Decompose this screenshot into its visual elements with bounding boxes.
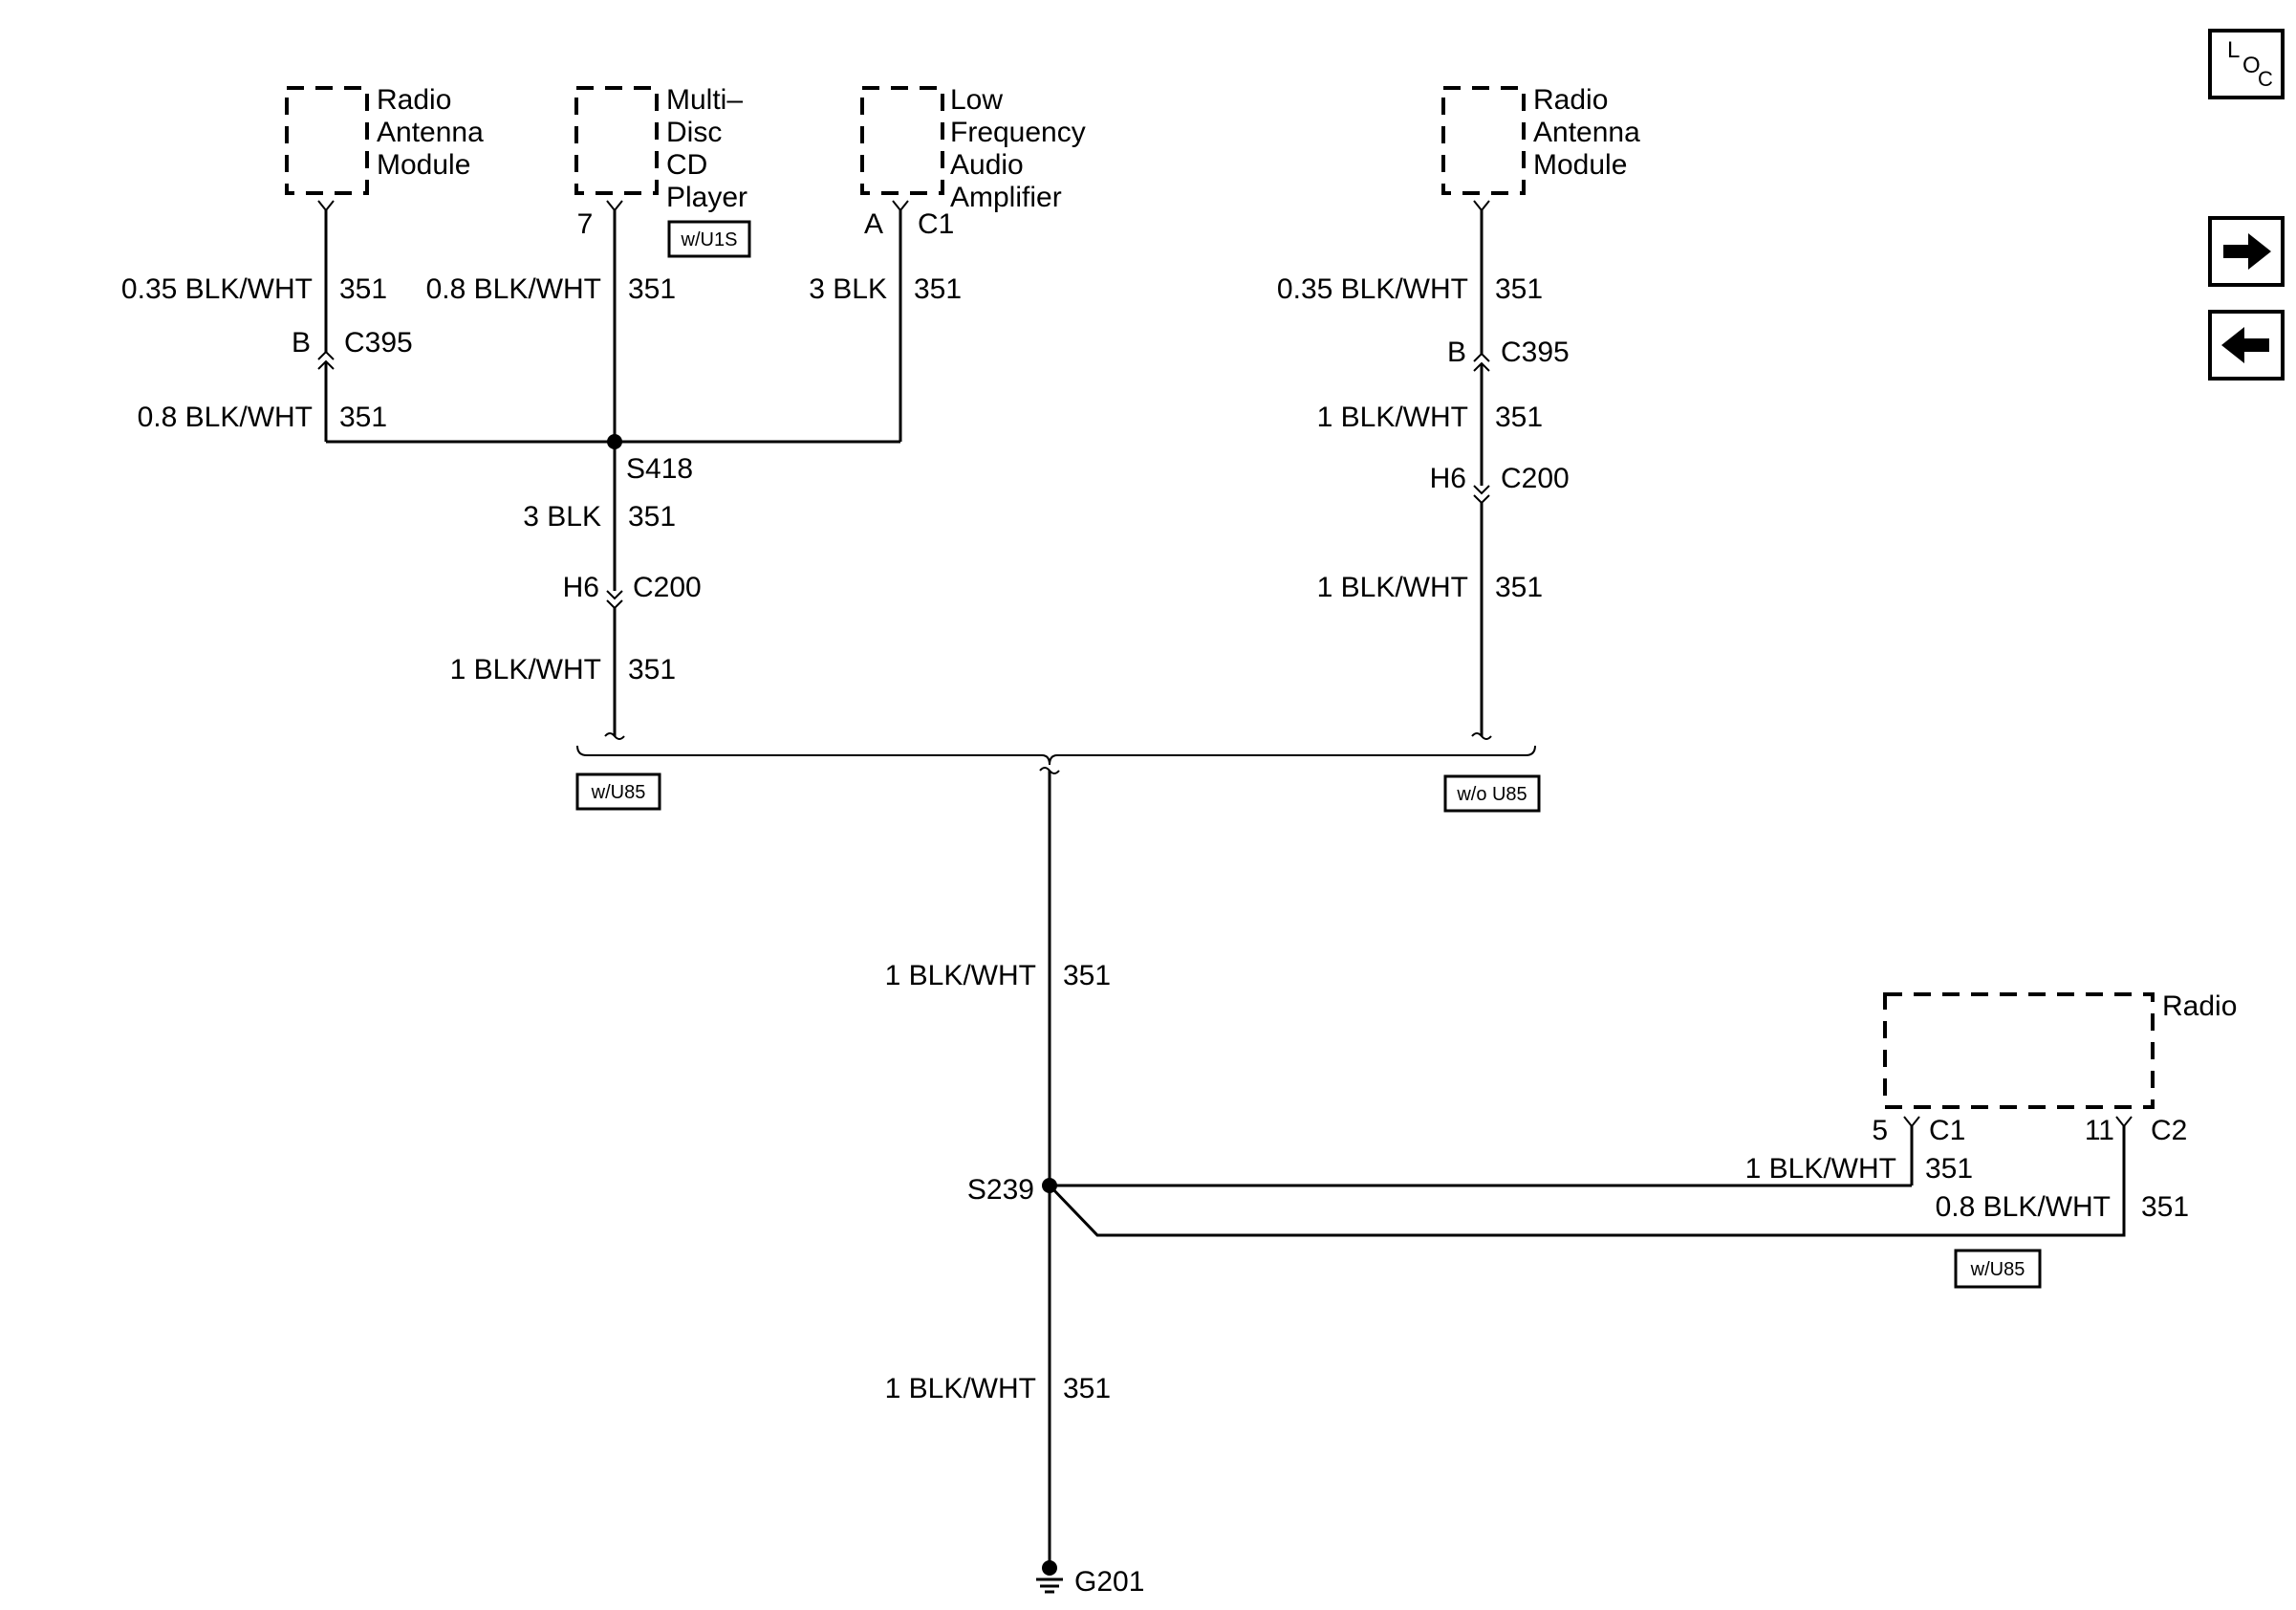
radio-antenna-module-right: Radio Antenna Module	[1441, 84, 1640, 195]
wire-labels: 0.35 BLK/WHT 351 0.8 BLK/WHT 351 0.8 BLK…	[121, 273, 2189, 1404]
option-w-u1s: w/U1S	[667, 220, 751, 258]
wire-breaks	[604, 732, 1492, 774]
option-w-u85-radio: w/U85	[1954, 1249, 2042, 1289]
multi-disc-cd-player: Multi– Disc CD Player	[574, 84, 747, 213]
option-w-u85-left: w/U85	[575, 772, 661, 811]
component-label-line: Amplifier	[950, 182, 1062, 213]
c395-left-label: C395	[344, 327, 413, 359]
wire-label: 1 BLK/WHT	[1317, 402, 1468, 433]
svg-text:O: O	[2242, 53, 2261, 78]
amp-connector-label: C1	[918, 208, 954, 240]
arrow-left-icon[interactable]	[2208, 310, 2285, 381]
option-label: w/o U85	[1456, 784, 1527, 805]
inline-connectors	[317, 350, 1490, 610]
c200-right-label: C200	[1501, 463, 1570, 494]
cd-pin-label: 7	[577, 208, 594, 240]
component-label: Radio	[2162, 990, 2237, 1022]
circuit-number: 351	[1495, 572, 1543, 603]
svg-text:C: C	[2258, 67, 2273, 91]
circuit-number: 351	[914, 273, 962, 305]
circuit-number: 351	[628, 654, 676, 685]
component-label-line: Antenna	[377, 117, 484, 148]
splice-s239-dot	[1042, 1178, 1057, 1193]
component-label-line: Low	[950, 84, 1003, 116]
option-wo-u85: w/o U85	[1443, 774, 1541, 813]
circuit-number: 351	[1495, 402, 1543, 433]
component-label-line: Radio	[1533, 84, 1608, 116]
component-label-line: Radio	[377, 84, 451, 116]
component-label-line: Player	[666, 182, 747, 213]
component-label-line: Antenna	[1533, 117, 1640, 148]
wire-label: 0.8 BLK/WHT	[426, 273, 601, 305]
splice-s239-label: S239	[967, 1174, 1034, 1206]
wire-label: 1 BLK/WHT	[450, 654, 601, 685]
amp-pin-label: A	[864, 208, 883, 240]
component-label-line: Module	[377, 149, 470, 181]
radio-c2-pin-label: 11	[2085, 1115, 2114, 1146]
radio-c2-label: C2	[2151, 1115, 2187, 1146]
component-label-line: Multi–	[666, 84, 743, 116]
ground-g201-label: G201	[1074, 1566, 1144, 1598]
component-label-line: Audio	[950, 149, 1024, 181]
circuit-number: 351	[339, 402, 387, 433]
wires	[324, 210, 2126, 1564]
c200-left-label: C200	[633, 572, 702, 603]
c395-right-label: C395	[1501, 337, 1570, 368]
splice-s418-dot	[607, 434, 622, 449]
low-frequency-audio-amplifier: Low Frequency Audio Amplifier	[860, 84, 1086, 213]
c200-left-pin-label: H6	[563, 572, 599, 603]
wire-label: 1 BLK/WHT	[885, 960, 1036, 991]
option-label: w/U1S	[681, 229, 738, 250]
circuit-number: 351	[628, 501, 676, 533]
option-label: w/U85	[1970, 1259, 2025, 1280]
radio-c1-pin-label: 5	[1872, 1115, 1888, 1146]
svg-text:L: L	[2227, 37, 2240, 63]
radio-component: Radio	[1883, 990, 2237, 1109]
circuit-number: 351	[2141, 1191, 2189, 1223]
component-label-line: CD	[666, 149, 707, 181]
component-label-line: Module	[1533, 149, 1627, 181]
wire-label: 3 BLK	[523, 501, 601, 533]
arrow-right-icon[interactable]	[2208, 216, 2285, 287]
splice-s418-label: S418	[626, 453, 693, 485]
c200-right-pin-label: H6	[1430, 463, 1466, 494]
c395-right-pin-label: B	[1447, 337, 1466, 368]
wire-label: 0.35 BLK/WHT	[1277, 273, 1468, 305]
option-bracket	[576, 745, 1536, 766]
wire-label: 1 BLK/WHT	[885, 1373, 1036, 1404]
c395-left-pin-label: B	[292, 327, 311, 359]
component-label-line: Disc	[666, 117, 722, 148]
ground-g201-symbol	[1036, 1560, 1063, 1594]
option-label: w/U85	[591, 782, 646, 803]
wire-label: 0.8 BLK/WHT	[138, 402, 313, 433]
radio-c1-label: C1	[1929, 1115, 1965, 1146]
circuit-number: 351	[628, 273, 676, 305]
wire-label: 0.8 BLK/WHT	[1936, 1191, 2111, 1223]
circuit-number: 351	[339, 273, 387, 305]
component-label-line: Frequency	[950, 117, 1086, 148]
wire-label: 3 BLK	[809, 273, 887, 305]
circuit-number: 351	[1495, 273, 1543, 305]
loc-icon[interactable]: L O C	[2208, 29, 2285, 99]
circuit-number: 351	[1925, 1153, 1973, 1185]
circuit-number: 351	[1063, 960, 1111, 991]
wire-label: 0.35 BLK/WHT	[121, 273, 313, 305]
radio-antenna-module-left: Radio Antenna Module	[285, 84, 484, 195]
wire-label: 1 BLK/WHT	[1745, 1153, 1896, 1185]
circuit-number: 351	[1063, 1373, 1111, 1404]
wire-label: 1 BLK/WHT	[1317, 572, 1468, 603]
